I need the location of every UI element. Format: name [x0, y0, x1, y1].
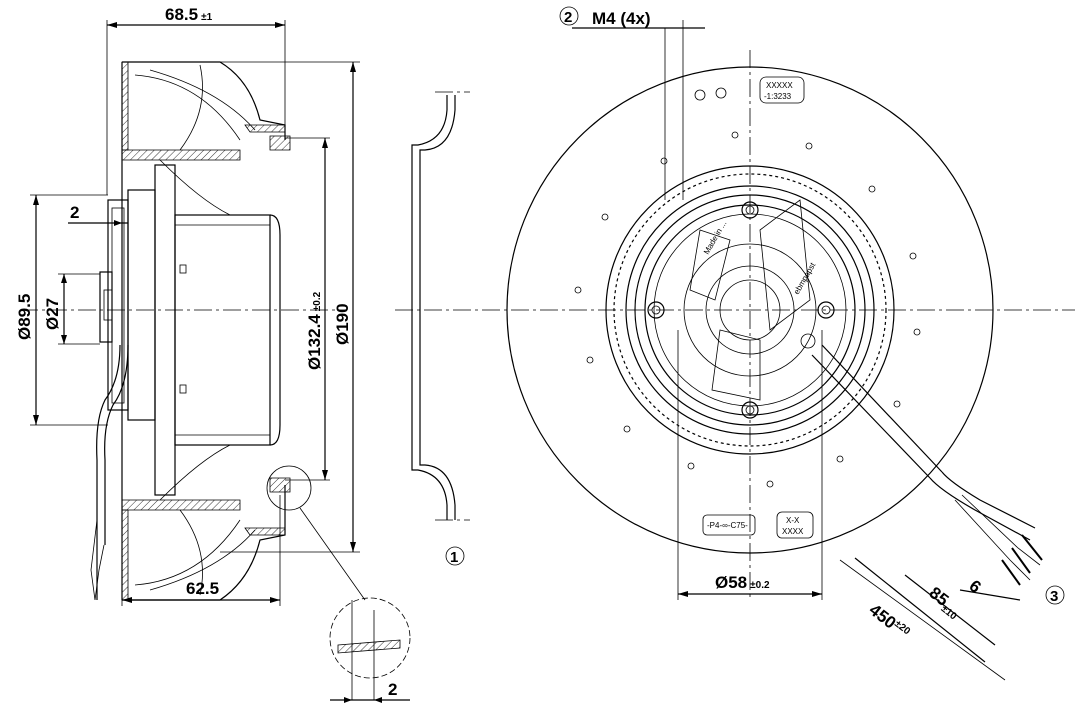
- overall-depth-label: 68.5±1: [165, 5, 213, 24]
- side-view: 68.5±1: [15, 5, 1075, 606]
- cable-length-label: 450±20: [866, 600, 913, 643]
- front-view: XXXXX -1:3233 -P4-∞-C75- X-X XXXX ebmpap…: [506, 6, 994, 600]
- outer-diameter-label: Ø190: [333, 303, 352, 345]
- label-top-line2: -1:3233: [764, 92, 792, 101]
- detail-view: 2: [329, 597, 411, 703]
- wall-offset-label: 2: [70, 203, 79, 222]
- label-left-text: -P4-∞-C75-: [707, 521, 748, 530]
- label-bottom-line1: X-X: [786, 516, 800, 525]
- screw-label: M4 (4x): [592, 9, 651, 28]
- cable: 450±20 85±10 6 3: [811, 344, 1065, 681]
- body-depth-label: 62.5: [186, 579, 219, 598]
- hub-diameter-label: Ø89.5: [15, 294, 34, 340]
- inlet-diameter-label: Ø132.4±0.2: [305, 291, 324, 370]
- shaft-diameter-label: Ø27: [43, 298, 62, 330]
- inlet-ring-callout: 1: [450, 549, 458, 566]
- screw-callout: 2: [564, 9, 572, 26]
- inlet-ring: 1: [411, 91, 470, 566]
- cable-callout: 3: [1050, 588, 1058, 605]
- label-bottom-line2: XXXX: [782, 527, 804, 536]
- detail-gap-label: 2: [388, 680, 397, 699]
- bolt-circle-label: Ø58±0.2: [715, 573, 770, 592]
- brand-logo: ebmpapst: [792, 260, 818, 296]
- label-top-line1: XXXXX: [766, 81, 793, 90]
